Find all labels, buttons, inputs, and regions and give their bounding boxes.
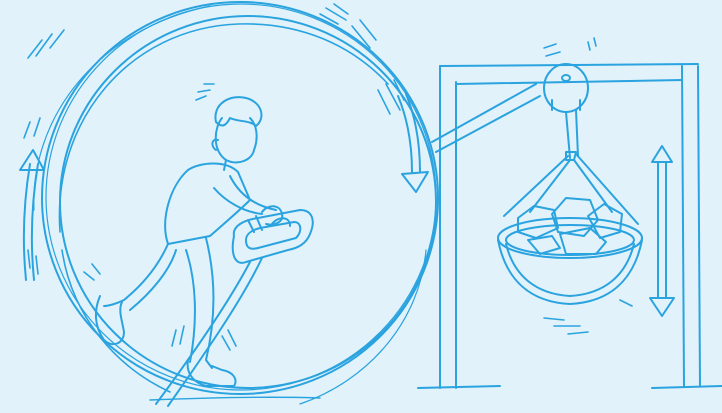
ground-left: [418, 386, 500, 388]
person-hair: [215, 97, 261, 126]
basket-motion-lines: [544, 300, 632, 334]
wheel-back-rim-lower: [62, 250, 170, 392]
handle-bar-outer: [233, 210, 313, 263]
double-arrow-bottom-head: [650, 298, 674, 316]
basket-icon: [498, 218, 642, 304]
pulley-icon: [544, 64, 588, 112]
pulley-motion-lines: [544, 38, 596, 56]
wheel-floor-line: [150, 397, 320, 400]
ground-right: [652, 386, 722, 388]
basket-rim-inner: [506, 225, 634, 255]
wheel-outer-rim-sketch: [46, 4, 436, 390]
person-foot-front: [188, 360, 236, 386]
person-torso: [165, 164, 250, 245]
brace: [432, 84, 536, 142]
rope-right: [576, 154, 638, 224]
double-arrow-top-head: [652, 146, 672, 162]
pulley-wheel: [544, 64, 588, 112]
handle-bar-inner: [246, 222, 300, 249]
right-post: [682, 66, 684, 386]
rope-icon: [504, 110, 638, 224]
stone-4: [560, 228, 606, 254]
treadwheel-icon: [34, 2, 438, 404]
right-arrow-head: [402, 172, 428, 192]
person-leg-back: [104, 244, 168, 306]
rotation-arrow-icon: [20, 94, 428, 280]
double-arrow-icon: [650, 146, 674, 316]
